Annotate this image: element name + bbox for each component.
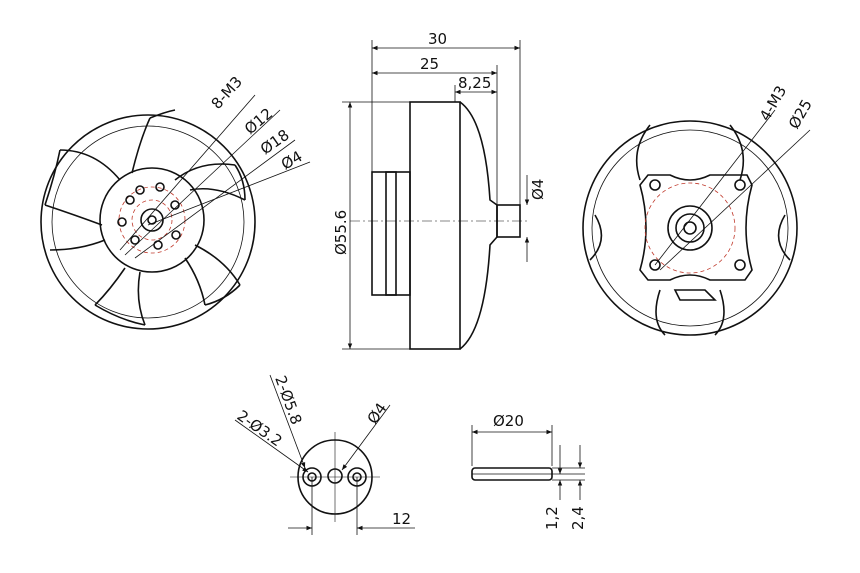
adapter-view: 12 2-Ø5.8 2-Ø3.2 Ø4 xyxy=(234,373,415,535)
washer-view: Ø20 1,2 2,4 xyxy=(471,412,587,530)
label-4-m3: 4-M3 xyxy=(756,83,790,124)
side-view: 30 25 8,25 Ø55.6 Ø4 xyxy=(332,30,547,350)
dim-25: 25 xyxy=(420,55,439,73)
dim-8-25: 8,25 xyxy=(458,74,491,92)
dim-2-4: 2,4 xyxy=(569,506,587,530)
label-d4: Ø4 xyxy=(278,147,305,173)
rotor-spokes xyxy=(44,109,246,326)
label-2-d5-8: 2-Ø5.8 xyxy=(271,373,305,427)
label-center-d4: Ø4 xyxy=(364,399,391,427)
dim-12: 12 xyxy=(392,510,411,528)
label-8-m3: 8-M3 xyxy=(208,73,246,113)
label-d25: Ø25 xyxy=(785,96,816,132)
dim-1-2: 1,2 xyxy=(543,506,561,530)
dim-d20: Ø20 xyxy=(493,412,524,430)
dim-shaft-d4: Ø4 xyxy=(529,179,547,200)
dim-d55-6: Ø55.6 xyxy=(332,210,350,255)
label-2-d3-2: 2-Ø3.2 xyxy=(234,407,286,451)
dim-30: 30 xyxy=(428,30,447,48)
rear-view: 4-M3 Ø25 xyxy=(582,83,816,336)
front-view: 8-M3 Ø12 Ø18 Ø4 xyxy=(40,73,311,330)
